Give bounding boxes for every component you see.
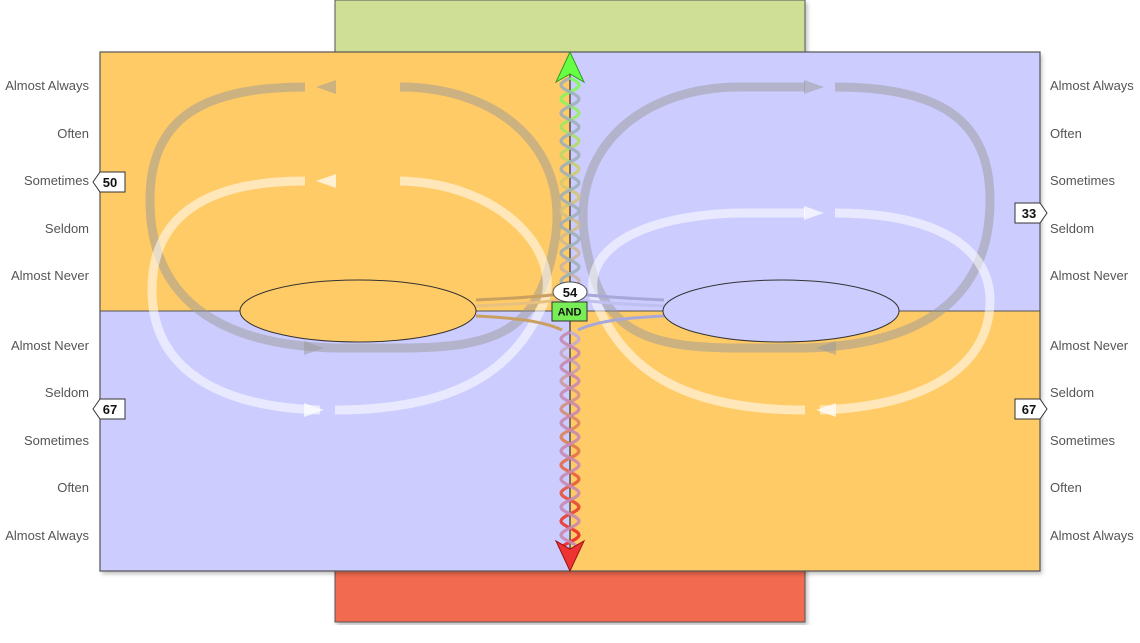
scale-label: Seldom [1050, 385, 1094, 400]
scale-right-bottom: Almost Never Seldom Sometimes Often Almo… [1050, 338, 1134, 543]
loop-right-outer [578, 82, 995, 353]
loop-arrowhead [816, 403, 836, 417]
marker-bottom-left: 67 [92, 398, 126, 420]
scale-label: Seldom [1050, 221, 1094, 236]
braid-down [559, 330, 581, 548]
loop-arrowhead [804, 80, 824, 94]
scale-label: Almost Never [1050, 268, 1129, 283]
connectors [475, 292, 665, 332]
scale-label: Almost Always [5, 78, 89, 93]
scale-label: Seldom [45, 221, 89, 236]
scale-label: Almost Never [11, 338, 90, 353]
scale-label: Sometimes [1050, 433, 1116, 448]
marker-bottom-right: 67 [1014, 398, 1048, 420]
marker-bottom-left-value: 67 [103, 402, 117, 417]
center-marker-value: 54 [563, 285, 578, 300]
scale-label: Almost Always [1050, 78, 1134, 93]
arrow-down-head [554, 539, 586, 573]
scale-label: Almost Always [5, 528, 89, 543]
braid-strand [559, 76, 581, 288]
quadrant-bottom-right [570, 311, 1040, 571]
marker-top-right-value: 33 [1022, 206, 1036, 221]
scale-label: Often [1050, 126, 1082, 141]
arrow-up-head [554, 50, 586, 84]
scale-label: Almost Never [11, 268, 90, 283]
scale-label: Sometimes [1050, 173, 1116, 188]
marker-top-left-value: 50 [103, 175, 117, 190]
scale-label: Almost Always [1050, 528, 1134, 543]
loop-arrowhead [304, 341, 324, 355]
scale-left-top: Almost Always Often Sometimes Seldom Alm… [5, 78, 89, 283]
marker-top-left: 50 [92, 171, 126, 193]
loop-arrowhead [804, 206, 824, 220]
loop-arrowhead [816, 341, 836, 355]
braid-strand [559, 330, 581, 548]
scale-left-bottom: Almost Never Seldom Sometimes Often Almo… [5, 338, 89, 543]
quadrant-grid [100, 52, 1040, 571]
loop-arrowhead [316, 174, 336, 188]
loop-left-inner [147, 176, 552, 415]
loop-arrowhead [316, 80, 336, 94]
quadrant-bottom-left [100, 311, 570, 571]
scale-label: Often [1050, 480, 1082, 495]
left-ellipse [239, 279, 477, 343]
marker-top-right: 33 [1014, 202, 1048, 224]
scale-label: Seldom [45, 385, 89, 400]
scale-label: Sometimes [24, 433, 90, 448]
top-green-bar [334, 0, 806, 61]
scale-label: Almost Never [1050, 338, 1129, 353]
loop-left-outer [145, 82, 562, 353]
right-ellipse [662, 279, 900, 343]
and-gate-label: AND [558, 307, 582, 319]
braid-strand [559, 330, 581, 548]
and-gate [551, 301, 588, 322]
scale-label: Often [57, 480, 89, 495]
braid-up [559, 76, 581, 288]
scale-label: Often [57, 126, 89, 141]
braid-strand [559, 76, 581, 288]
loop-arrowhead [304, 403, 324, 417]
loop-right-inner [588, 208, 995, 415]
scale-label: Sometimes [24, 173, 90, 188]
quadrant-top-right [570, 52, 1040, 311]
scale-right-top: Almost Always Often Sometimes Seldom Alm… [1050, 78, 1134, 283]
loops [145, 80, 995, 417]
marker-bottom-right-value: 67 [1022, 402, 1036, 417]
